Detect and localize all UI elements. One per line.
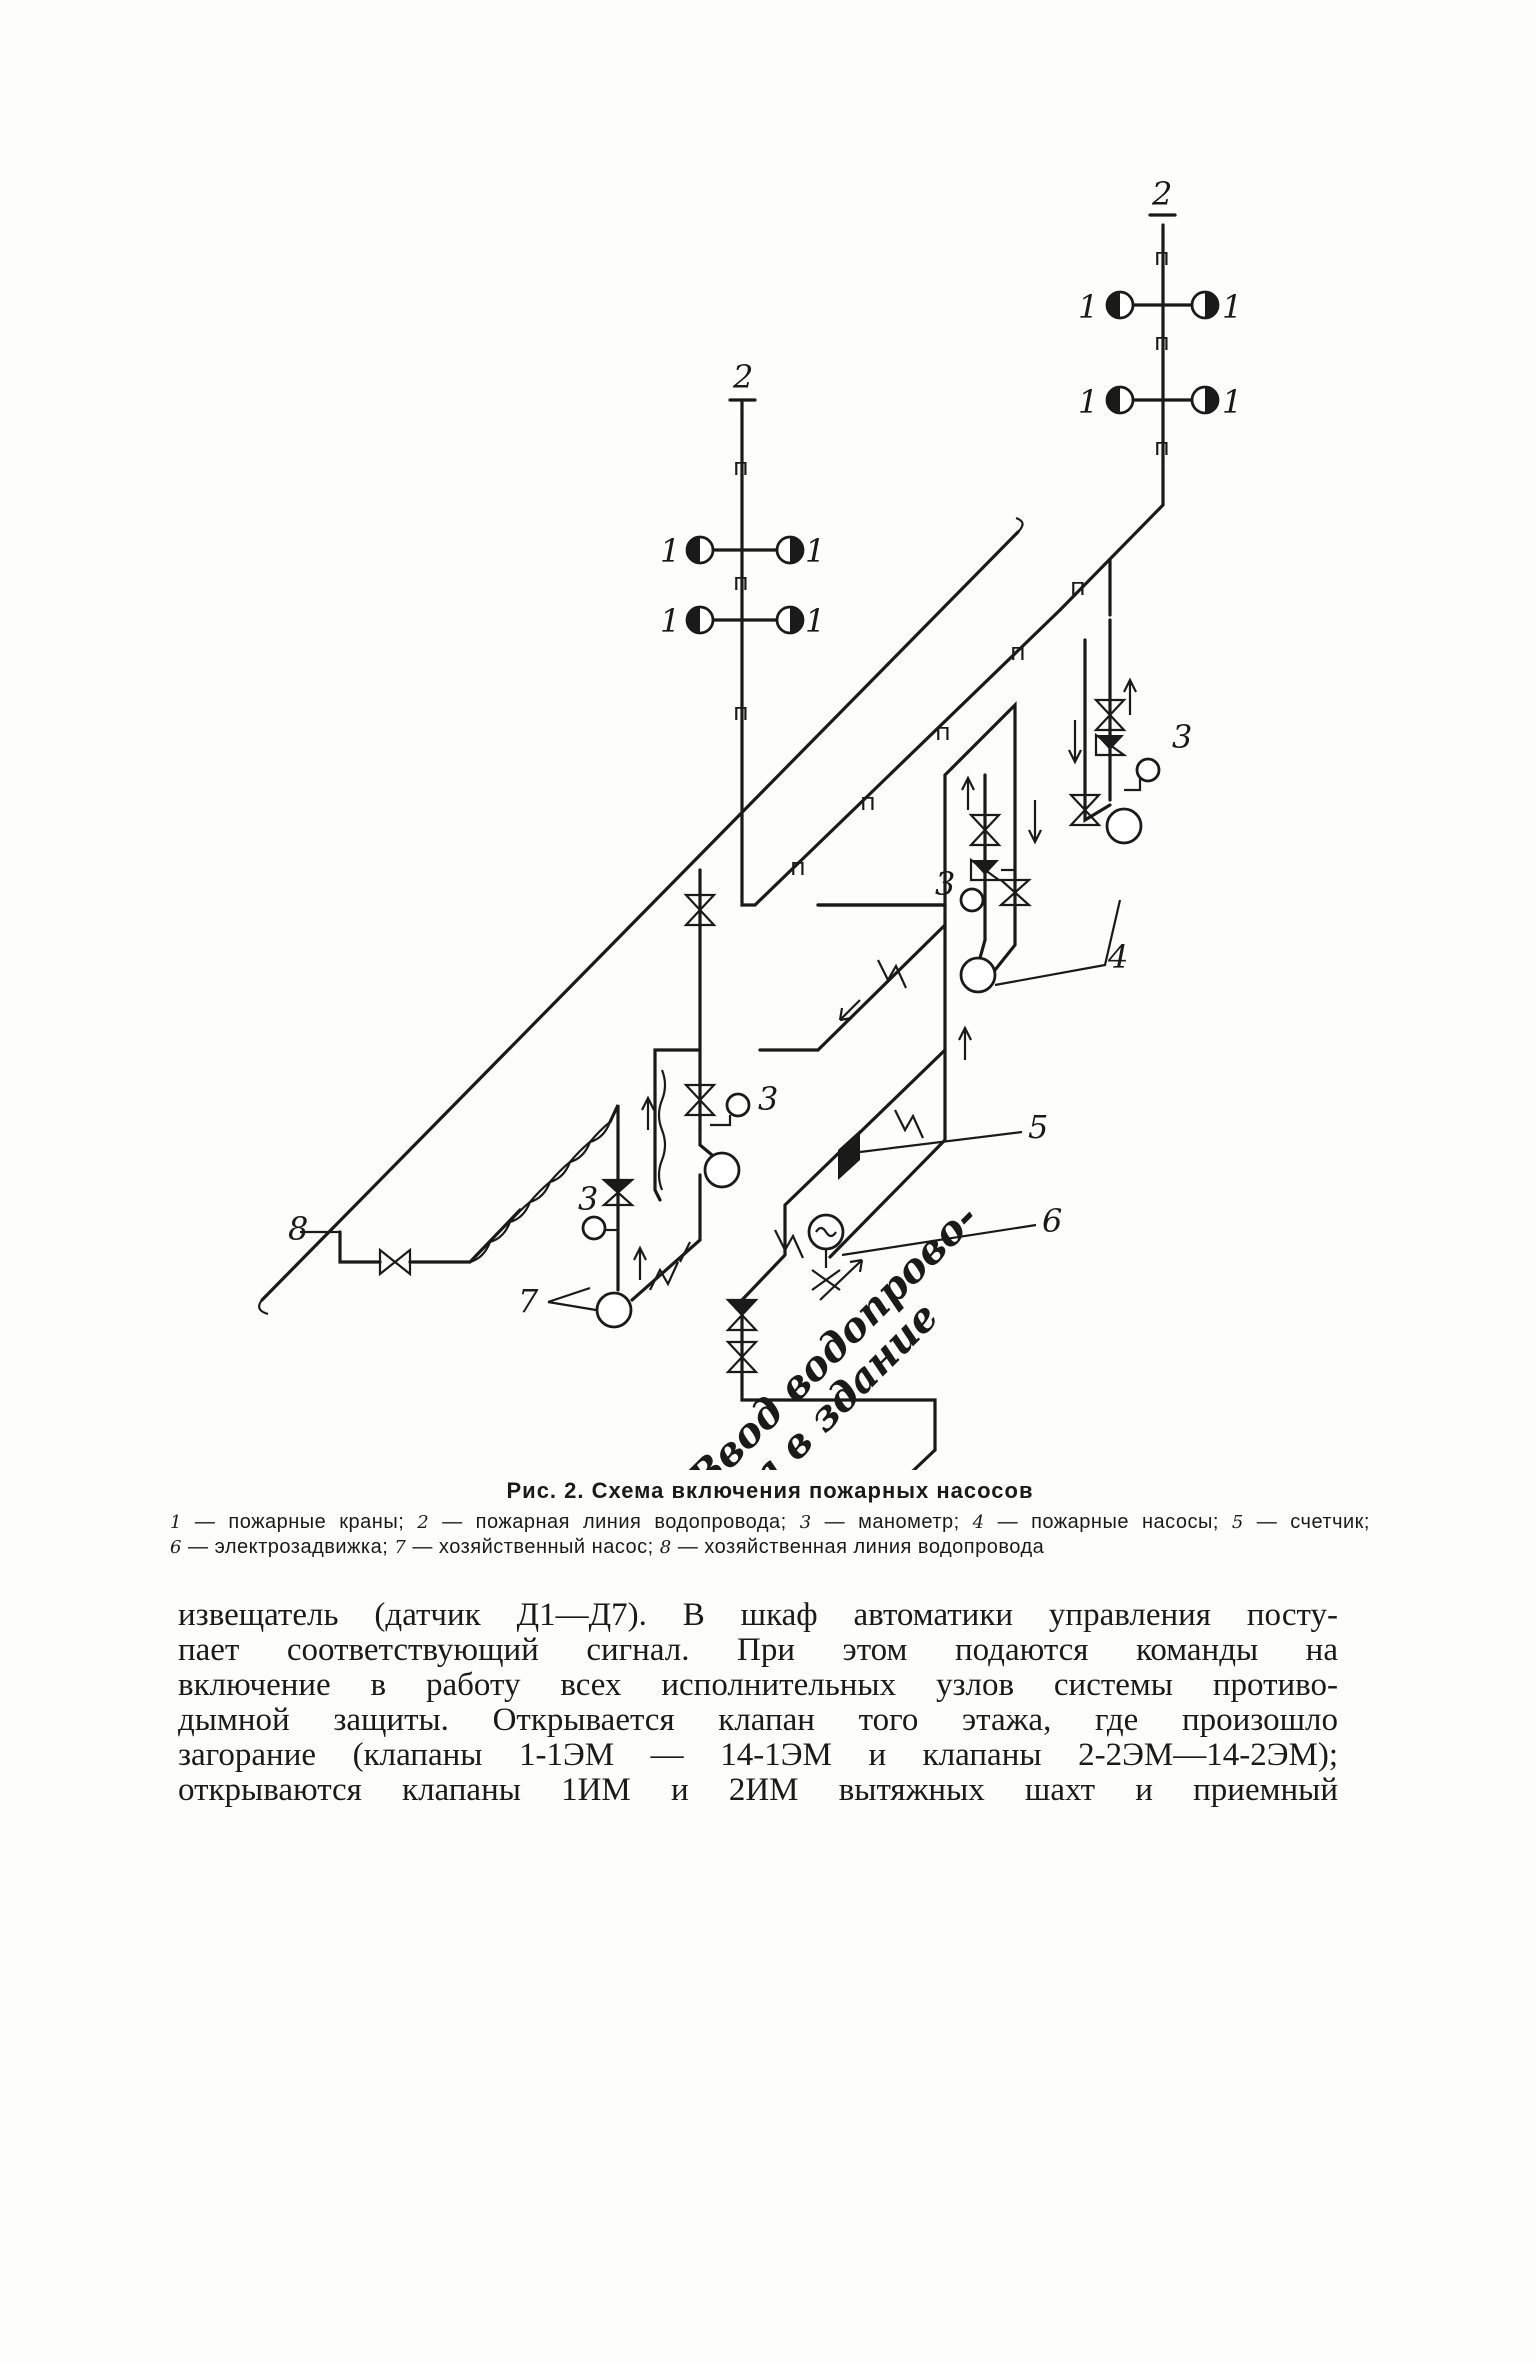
label-manometer-a: 3 xyxy=(578,1180,598,1218)
label-hydrant-r2: 1 xyxy=(1222,288,1242,326)
pipe-mark: п xyxy=(1010,638,1026,666)
label-hydrant-l4: 1 xyxy=(805,602,825,640)
legend-item: 8 — хозяйственная линия водопровода xyxy=(659,1536,1045,1558)
pipe-mark: п xyxy=(935,718,951,746)
fire-distribution-main xyxy=(740,558,1112,907)
pipe-mark: п xyxy=(1154,433,1170,461)
legend-item: 5 — счетчик; xyxy=(1231,1511,1370,1533)
legend-item: 1 — пожарные краны; xyxy=(170,1511,418,1533)
pipe-mark: п xyxy=(860,788,876,816)
label-hydrant-r1: 1 xyxy=(1078,288,1098,326)
paragraph-line: извещатель (датчик Д1—Д7). В шкаф автома… xyxy=(178,1597,1338,1633)
right-fire-riser xyxy=(1058,213,1220,612)
pipe-mark: п xyxy=(790,853,806,881)
label-hydrant-r3: 1 xyxy=(1078,383,1098,421)
label-meter: 5 xyxy=(1028,1108,1048,1146)
legend-item: 7 — хозяйственный насос; xyxy=(394,1536,660,1558)
label-household-line: 8 xyxy=(288,1210,308,1248)
label-hydrant-r4: 1 xyxy=(1222,383,1242,421)
pipe-mark: п xyxy=(1154,243,1170,271)
label-house-pump: 7 xyxy=(518,1282,539,1320)
label-fire-line-right: 2 xyxy=(1151,175,1172,213)
paragraph-line: загорание (клапаны 1-1ЭМ — 14-1ЭМ и клап… xyxy=(178,1737,1338,1773)
left-fire-riser xyxy=(685,398,805,832)
label-valve: 6 xyxy=(1042,1202,1062,1240)
label-fire-pumps: 4 xyxy=(1107,938,1128,976)
label-fire-line-left: 2 xyxy=(732,358,753,396)
caption-title: Рис. 2. Схема включения пожарных насосов xyxy=(506,1478,1034,1503)
pipe-mark: п xyxy=(1154,328,1170,356)
label-hydrant-l3: 1 xyxy=(660,602,680,640)
label-hydrant-l2: 1 xyxy=(805,532,825,570)
legend-item: 3 — манометр; xyxy=(799,1511,973,1533)
legend-item: 6 — электрозадвижка; xyxy=(170,1536,395,1558)
pipe-mark: п xyxy=(733,453,749,481)
figure-caption: Рис. 2. Схема включения пожарных насосов… xyxy=(170,1478,1370,1560)
household-pumps xyxy=(581,868,751,1329)
label-hydrant-l1: 1 xyxy=(660,532,680,570)
paragraph-line: включение в работу всех исполнительных у… xyxy=(178,1667,1338,1703)
leader-valve xyxy=(841,1223,1037,1257)
leader-meter xyxy=(859,1130,1023,1154)
label-manometer-d: 3 xyxy=(1172,718,1192,756)
caption-legend: 1 — пожарные краны; 2 — пожарная линия в… xyxy=(170,1510,1370,1560)
pipe-mark: п xyxy=(1070,573,1086,601)
bypass-loop xyxy=(725,903,972,1452)
pipe-mark: п xyxy=(733,698,749,726)
label-manometer-c: 3 xyxy=(935,865,955,903)
paragraph-line: пает соответствующий сигнал. При этом по… xyxy=(178,1632,1338,1668)
fire-pumps xyxy=(943,618,1161,994)
body-paragraph: извещатель (датчик Д1—Д7). В шкаф автома… xyxy=(178,1598,1338,1808)
pipe-mark: п xyxy=(733,568,749,596)
paragraph-line: открываются клапаны 1ИМ и 2ИМ вытяжных ш… xyxy=(178,1772,1338,1808)
legend-item: 4 — пожарные насосы; xyxy=(972,1511,1232,1533)
leader-house-pump xyxy=(547,1286,597,1312)
inlet-label: Ввод водопрово- да в здание xyxy=(678,1194,987,1470)
label-manometer-b: 3 xyxy=(758,1080,778,1118)
fire-pump-scheme-diagram: 2 1 1 1 1 п п п 2 1 1 1 1 п п п xyxy=(258,175,1242,1470)
paragraph-line: дымной защиты. Открывается клапан того э… xyxy=(178,1702,1338,1738)
legend-item: 2 — пожарная линия водопровода; xyxy=(417,1511,800,1533)
household-line xyxy=(258,516,1024,1316)
